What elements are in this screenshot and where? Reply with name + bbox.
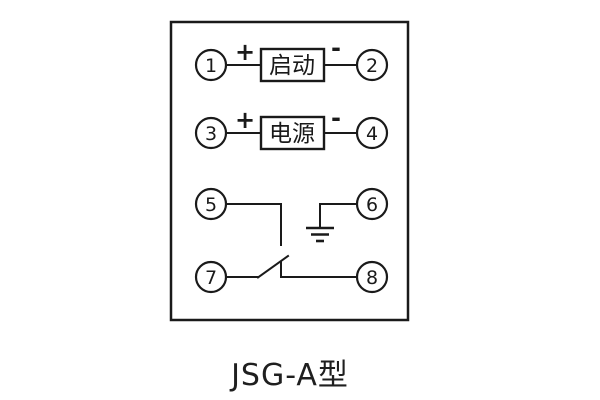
terminal-8-number: 8 [366,267,378,289]
minus-sign-start: - [331,34,341,62]
wire-t5-down-to-contact [225,203,282,246]
row-contact-lower: 7 8 [194,254,389,294]
start-block-label: 启动 [269,53,315,79]
wire-t6-down-to-ground [319,203,358,229]
row-power: 电源 + - 3 4 [194,104,389,151]
terminal-4: 4 [355,116,389,150]
terminal-7-number: 7 [205,267,217,289]
terminal-5-circle [194,187,228,221]
minus-sign-power: - [331,104,341,132]
plus-sign-power: + [235,106,255,134]
terminal-8-circle [355,260,389,294]
terminal-8: 8 [355,260,389,294]
terminal-2-number: 2 [366,55,378,77]
row-start: 启动 + - 1 2 [194,34,389,83]
terminal-box-outline [169,20,410,322]
model-label: JSG-A型 [231,358,349,393]
terminal-6-number: 6 [366,194,378,216]
switch-contact-icon [256,254,290,279]
terminal-4-circle [355,116,389,150]
terminal-6: 6 [355,187,389,221]
terminal-2-circle [355,48,389,82]
terminal-7: 7 [194,260,228,294]
earth-ground-icon [306,226,334,243]
terminal-3-number: 3 [205,123,217,145]
terminal-5-number: 5 [205,194,217,216]
terminal-7-circle [194,260,228,294]
terminal-2: 2 [355,48,389,82]
terminal-6-circle [355,187,389,221]
power-block-box [259,115,326,151]
terminal-1: 1 [194,48,228,82]
row-contact-upper: 5 6 [194,187,389,246]
start-block-box [259,47,326,83]
terminal-4-number: 4 [366,123,378,145]
terminal-1-circle [194,48,228,82]
terminal-1-number: 1 [205,55,217,77]
contact-blade [256,254,290,279]
power-block-label: 电源 [269,121,315,147]
terminal-3-circle [194,116,228,150]
terminal-3: 3 [194,116,228,150]
plus-sign-start: + [235,38,255,66]
terminal-5: 5 [194,187,228,221]
